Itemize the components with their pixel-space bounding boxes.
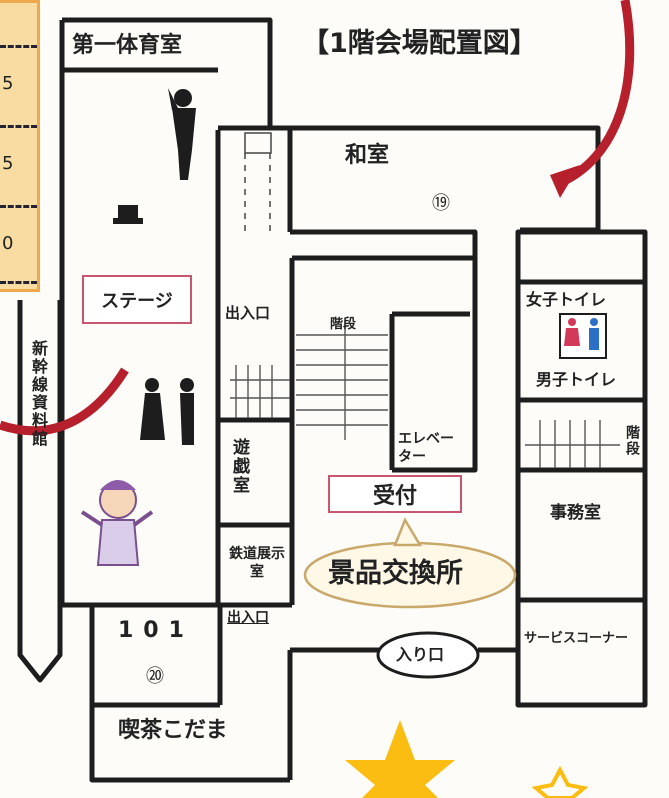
red-arrow-top — [553, 0, 635, 190]
sticky-note: 5 5 0 — [0, 0, 40, 292]
play-room-right — [220, 417, 295, 605]
upper-corridor-marks — [244, 132, 272, 232]
cartoon-character — [80, 480, 154, 566]
railway-room-label: 鉄道展示室 — [229, 546, 285, 581]
prize-exchange-label: 景品交換所 — [328, 558, 463, 589]
doorway-upper-label: 出入口 — [225, 304, 271, 322]
washitsu-label: 和室 — [345, 143, 390, 168]
gym-label: 第一体育室 — [72, 33, 183, 58]
sticky-divider — [0, 45, 37, 48]
star-large — [345, 720, 455, 798]
entrance-oval — [376, 631, 480, 679]
office-wall — [515, 467, 648, 708]
mens-restroom-label: 男子トイレ — [536, 370, 617, 389]
gym-top-wall — [62, 17, 273, 130]
sticky-row-1: 5 — [2, 73, 14, 94]
red-arrow-top-head — [550, 165, 580, 198]
center-stairs-label: 階段 — [330, 317, 357, 332]
cafe-label: 喫茶こだま — [118, 718, 228, 743]
performer-silhouettes — [113, 88, 196, 445]
stage-label: ステージ — [82, 275, 192, 324]
sticky-divider — [0, 205, 37, 208]
left-stairs-treads — [230, 365, 290, 418]
sticky-row-3: 0 — [2, 233, 14, 254]
star-outline — [531, 765, 589, 798]
main-entrance-label: 入り口 — [396, 645, 445, 664]
room-101-number: ⑳ — [146, 666, 164, 687]
doorway-lower-label: 出入口 — [227, 610, 269, 626]
shinkansen-hall-label: 新幹線資料館 — [29, 340, 48, 448]
red-arrow-left — [0, 367, 129, 436]
right-stairs-treads — [525, 420, 620, 468]
elevator-label: エレベーター — [398, 431, 454, 466]
stair-block-wall — [292, 255, 478, 473]
room101-left — [89, 605, 290, 783]
sticky-divider — [0, 281, 37, 284]
washitsu-wall — [218, 125, 601, 233]
sticky-row-2: 5 — [2, 153, 14, 174]
shinkansen-hall-wall — [17, 300, 63, 683]
office-label: 事務室 — [550, 503, 601, 523]
sticky-divider — [0, 125, 37, 128]
prize-exchange-pointer — [393, 517, 423, 547]
womens-restroom-label: 女子トイレ — [526, 290, 607, 309]
room-101-label: 101 — [118, 618, 194, 643]
corridor-wall — [290, 229, 478, 260]
center-stairs-treads — [296, 320, 388, 440]
washitsu-number: ⑲ — [432, 193, 450, 214]
play-room-label: 遊戯室 — [229, 438, 249, 495]
map-title: 【1階会場配置図】 — [302, 28, 537, 59]
restroom-icon — [559, 313, 607, 359]
service-corner-label: サービスコーナー — [524, 631, 629, 646]
reception-label: 受付 — [328, 475, 462, 513]
right-stairs-label: 階段 — [624, 425, 640, 457]
